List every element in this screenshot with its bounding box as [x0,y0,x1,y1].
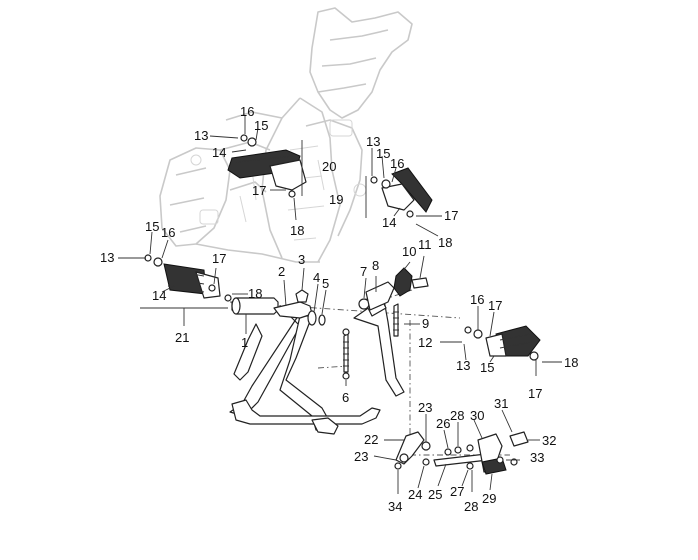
callout-3: 3 [298,252,305,267]
callout-30: 30 [470,408,484,423]
callout-18c: 18 [248,286,262,301]
stand-spring-upper [393,303,399,337]
callout-9: 9 [422,316,429,331]
callout-22: 22 [364,432,378,447]
footrest-front-left [144,254,232,302]
callout-14a: 16 [240,104,254,119]
callout-17a: 17 [252,183,266,198]
callout-14d: 16 [470,292,484,307]
callout-33: 33 [530,450,544,465]
callout-15a: 14 [212,145,226,160]
washers [307,310,326,326]
callout-18d: 18 [564,355,578,370]
gear-shift-assembly [394,431,529,475]
callout-15d: 15 [480,360,494,375]
callout-18a: 18 [290,223,304,238]
callout-26: 26 [436,416,450,431]
callout-2: 2 [278,264,285,279]
callout-labels: 16 13 15 14 20 17 18 13 15 16 19 14 17 1… [100,104,578,514]
callout-21: 21 [175,330,189,345]
callout-31: 31 [494,396,508,411]
callout-19: 19 [329,192,343,207]
callout-23b: 23 [418,400,432,415]
callout-7: 7 [360,264,367,279]
stand-lever [365,281,395,311]
callout-32: 32 [542,433,556,448]
callout-13d: 13 [456,358,470,373]
grease-nipple [295,289,309,303]
pivot-tube [231,297,279,315]
callout-8: 8 [372,258,379,273]
stand-spring [342,328,350,380]
leader-lines [118,116,562,494]
callout-1: 1 [241,335,248,350]
callout-16d: 17 [488,298,502,313]
callout-34: 34 [388,499,402,514]
callout-28a: 28 [450,408,464,423]
callout-13a: 13 [194,128,208,143]
stand-bracket [273,301,313,319]
footrest-rear-right [370,167,433,218]
callout-17b: 17 [444,208,458,223]
callout-29: 29 [482,491,496,506]
callout-10: 10 [402,244,416,259]
callout-17d: 17 [528,386,542,401]
callout-23a: 23 [354,449,368,464]
callout-16a: 15 [254,118,268,133]
callout-24: 24 [408,487,422,502]
main-stand [229,295,405,435]
footrest-rear-left [227,134,307,198]
callout-13b: 13 [366,134,380,149]
stand-switch [393,267,429,297]
callout-4: 4 [313,270,320,285]
callout-14b: 15 [376,146,390,161]
footrest-front-right [464,325,541,361]
callout-15c: 14 [152,288,166,303]
callout-28b: 28 [464,499,478,514]
callout-14c: 15 [145,219,159,234]
callout-11: 11 [418,237,432,252]
callout-13c: 13 [100,250,114,265]
callout-20: 20 [322,159,336,174]
callout-27: 27 [450,484,464,499]
callout-17c: 17 [212,251,226,266]
callout-5: 5 [322,276,329,291]
callout-16c: 16 [161,225,175,240]
callout-18b: 18 [438,235,452,250]
callout-15b: 14 [382,215,396,230]
callout-12: 12 [418,335,432,350]
callout-25: 25 [428,487,442,502]
callout-16b: 16 [390,156,404,171]
callout-6: 6 [342,390,349,405]
